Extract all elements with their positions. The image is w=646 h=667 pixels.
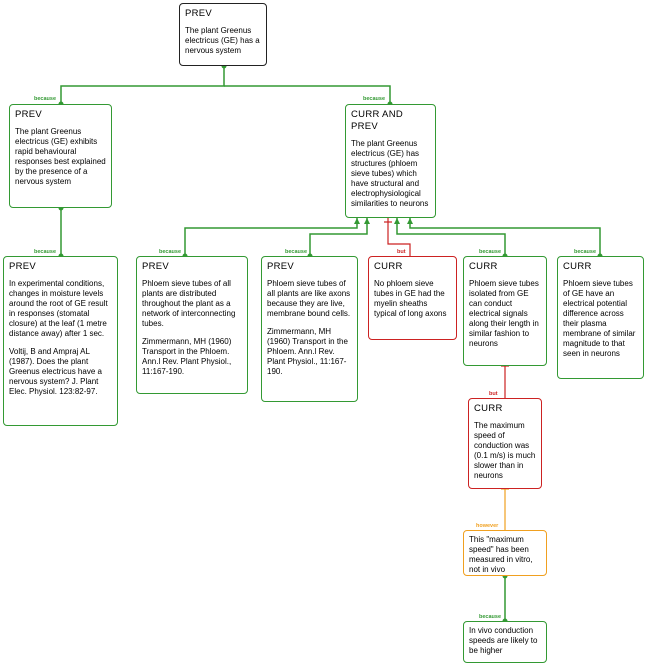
node-text: Phloem sieve tubes of all plants are lik…: [267, 279, 353, 318]
node-reference: Voltij, B and Ampraj AL (1987). Does the…: [9, 347, 105, 396]
node-text: The maximum speed of conduction was (0.1…: [474, 421, 538, 480]
node-text: Phloem sieve tubes isolated from GE can …: [469, 279, 542, 348]
because-label-evidence: because: [34, 249, 57, 255]
because-label-potential: because: [574, 249, 597, 255]
however-label-vitro: however: [476, 523, 499, 529]
node-tag: PREV: [9, 261, 37, 272]
but-label-speed: but: [489, 391, 498, 397]
in-vivo-reason-box[interactable]: In vivo conduction speeds are likely to …: [463, 621, 547, 663]
node-tag: CURR: [469, 261, 498, 272]
because-label-vivo: because: [479, 614, 502, 620]
signal-conduction-box[interactable]: CURR Phloem sieve tubes isolated from GE…: [463, 256, 547, 366]
because-label-left: because: [34, 96, 57, 102]
node-text: The plant Greenus electricus (GE) has st…: [351, 139, 429, 208]
node-reference: Zimmermann, MH (1960) Transport in the P…: [267, 327, 351, 376]
node-tag: PREV: [15, 109, 43, 120]
phloem-axon-box[interactable]: PREV Phloem sieve tubes of all plants ar…: [261, 256, 358, 402]
node-tag: CURR: [374, 261, 403, 272]
myelin-objection-box[interactable]: CURR No phloem sieve tubes in GE had the…: [368, 256, 457, 340]
node-tag: PREV: [185, 8, 213, 19]
node-tag: PREV: [267, 261, 295, 272]
node-text: The plant Greenus electricus (GE) exhibi…: [15, 127, 108, 186]
behaviour-reason-box[interactable]: PREV The plant Greenus electricus (GE) e…: [9, 104, 112, 208]
node-text: In experimental conditions, changes in m…: [9, 279, 110, 338]
node-tag: PREV: [142, 261, 170, 272]
root-claim-box[interactable]: PREV The plant Greenus electricus (GE) h…: [179, 3, 267, 66]
membrane-potential-box[interactable]: CURR Phloem sieve tubes of GE have an el…: [557, 256, 644, 379]
node-text: Phloem sieve tubes of all plants are dis…: [142, 279, 238, 328]
because-label-mid: because: [363, 96, 386, 102]
because-label-phloem2: because: [285, 249, 308, 255]
node-text: The plant Greenus electricus (GE) has a …: [185, 26, 262, 55]
node-tag: CURR: [474, 403, 503, 414]
evidence-experiment-box[interactable]: PREV In experimental conditions, changes…: [3, 256, 118, 426]
structure-reason-box[interactable]: CURR AND PREV The plant Greenus electric…: [345, 104, 436, 218]
phloem-network-box[interactable]: PREV Phloem sieve tubes of all plants ar…: [136, 256, 248, 394]
node-text: Phloem sieve tubes of GE have an electri…: [563, 279, 638, 358]
node-text: In vivo conduction speeds are likely to …: [469, 626, 540, 655]
because-label-signals: because: [479, 249, 502, 255]
node-reference: Zimmermann, MH (1960) Transport in the P…: [142, 337, 234, 376]
but-label-myelin: but: [397, 249, 406, 255]
node-text: No phloem sieve tubes in GE had the myel…: [374, 279, 447, 318]
node-text: This "maximum speed" has been measured i…: [469, 535, 535, 574]
because-label-phloem1: because: [159, 249, 182, 255]
conduction-speed-objection-box[interactable]: CURR The maximum speed of conduction was…: [468, 398, 542, 489]
node-tag: CURR: [563, 261, 592, 272]
node-tag: CURR AND PREV: [351, 109, 404, 132]
in-vitro-rebuttal-box[interactable]: This "maximum speed" has been measured i…: [463, 530, 547, 576]
